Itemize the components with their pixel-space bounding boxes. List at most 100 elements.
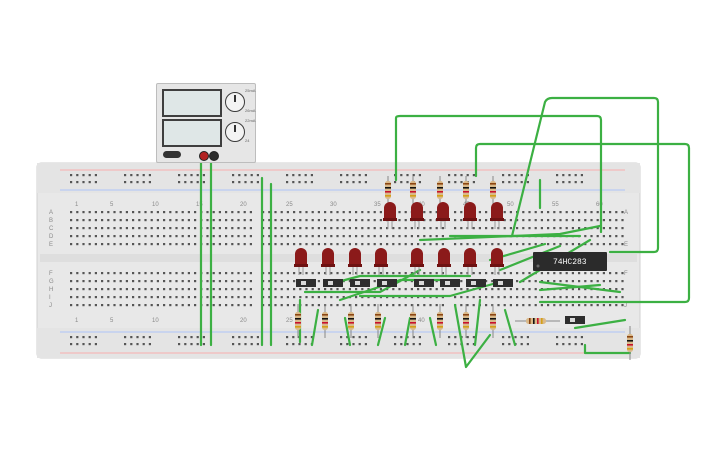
resistor-bottom-5[interactable] [410, 304, 416, 338]
hole [305, 272, 308, 275]
power-supply[interactable]: 25mA 26mA 22mA 24 [156, 83, 256, 163]
resistor-top-5[interactable] [490, 176, 496, 204]
hole [590, 211, 593, 214]
hole [82, 243, 85, 246]
hole [317, 304, 320, 307]
resistor-top-1[interactable] [385, 176, 391, 204]
hole [194, 211, 197, 214]
positive-terminal[interactable] [199, 151, 209, 161]
resistor-bottom-2[interactable] [322, 304, 328, 338]
dip-switch-2[interactable] [323, 279, 343, 287]
hole [142, 181, 145, 184]
led-mid-7[interactable] [463, 248, 477, 275]
hole [330, 219, 333, 222]
resistor-horizontal[interactable] [515, 318, 560, 324]
hole [590, 219, 593, 222]
hole [76, 219, 79, 222]
hole [342, 211, 345, 214]
dip-switch-7[interactable] [466, 279, 486, 287]
hole [392, 288, 395, 291]
hole [274, 219, 277, 222]
resistor-bottom-6[interactable] [437, 304, 443, 338]
hole [441, 243, 444, 246]
current-knob[interactable] [225, 122, 245, 142]
hole [70, 181, 73, 184]
hole [169, 288, 172, 291]
hole [392, 227, 395, 230]
hole [556, 343, 559, 346]
hole [373, 272, 376, 275]
current-knob-min-label: 24 [245, 138, 250, 143]
resistor-right[interactable] [627, 326, 633, 360]
resistor-top-3[interactable] [437, 176, 443, 204]
dip-switch-5[interactable] [414, 279, 434, 287]
led-top-2[interactable] [410, 202, 424, 229]
led-mid-3[interactable] [348, 248, 362, 275]
led-top-1[interactable] [383, 202, 397, 229]
hole [156, 272, 159, 275]
hole [565, 243, 568, 246]
led-mid-1[interactable] [294, 248, 308, 275]
dip-switch-1[interactable] [296, 279, 316, 287]
hole [398, 219, 401, 222]
resistor-top-4[interactable] [463, 176, 469, 204]
dip-switch-6[interactable] [440, 279, 460, 287]
hole [559, 272, 562, 275]
hole [352, 336, 355, 339]
hole [609, 235, 612, 238]
push-switch[interactable] [565, 316, 585, 324]
hole [293, 235, 296, 238]
hole [136, 174, 139, 177]
led-top-4[interactable] [463, 202, 477, 229]
led-mid-5[interactable] [410, 248, 424, 275]
resistor-bottom-3[interactable] [348, 304, 354, 338]
hole [94, 288, 97, 291]
voltage-knob[interactable] [225, 92, 245, 112]
hole [181, 227, 184, 230]
power-switch[interactable] [163, 151, 181, 158]
hole [88, 304, 91, 307]
hole [231, 272, 234, 275]
dip-switch-4[interactable] [377, 279, 397, 287]
hole [88, 280, 91, 283]
led-mid-2[interactable] [321, 248, 335, 275]
hole [82, 343, 85, 346]
hole [169, 272, 172, 275]
hole [175, 296, 178, 299]
resistor-top-2[interactable] [410, 176, 416, 204]
hole [435, 227, 438, 230]
negative-terminal[interactable] [209, 151, 219, 161]
hole [144, 272, 147, 275]
hole [454, 227, 457, 230]
hole [76, 304, 79, 307]
chip-74hc283[interactable]: 74HC283 [533, 252, 607, 271]
resistor-bottom-8[interactable] [490, 304, 496, 338]
hole [565, 304, 568, 307]
hole [82, 272, 85, 275]
led-mid-4[interactable] [374, 248, 388, 275]
hole [562, 174, 565, 177]
dip-switch-8[interactable] [493, 279, 513, 287]
resistor-bottom-7[interactable] [463, 304, 469, 338]
hole [113, 288, 116, 291]
led-top-5[interactable] [490, 202, 504, 229]
led-mid-8[interactable] [490, 248, 504, 275]
led-mid-6[interactable] [437, 248, 451, 275]
hole [156, 211, 159, 214]
hole [352, 174, 355, 177]
hole [256, 343, 259, 346]
hole [202, 181, 205, 184]
hole [502, 181, 505, 184]
hole [136, 336, 139, 339]
hole [367, 219, 370, 222]
dip-switch-3[interactable] [350, 279, 370, 287]
hole [584, 296, 587, 299]
led-top-3[interactable] [436, 202, 450, 229]
resistor-bottom-1[interactable] [295, 304, 301, 338]
hole [187, 288, 190, 291]
hole [466, 343, 469, 346]
row-letter-c: C [49, 226, 54, 232]
resistor-bottom-4[interactable] [375, 304, 381, 338]
hole [274, 288, 277, 291]
